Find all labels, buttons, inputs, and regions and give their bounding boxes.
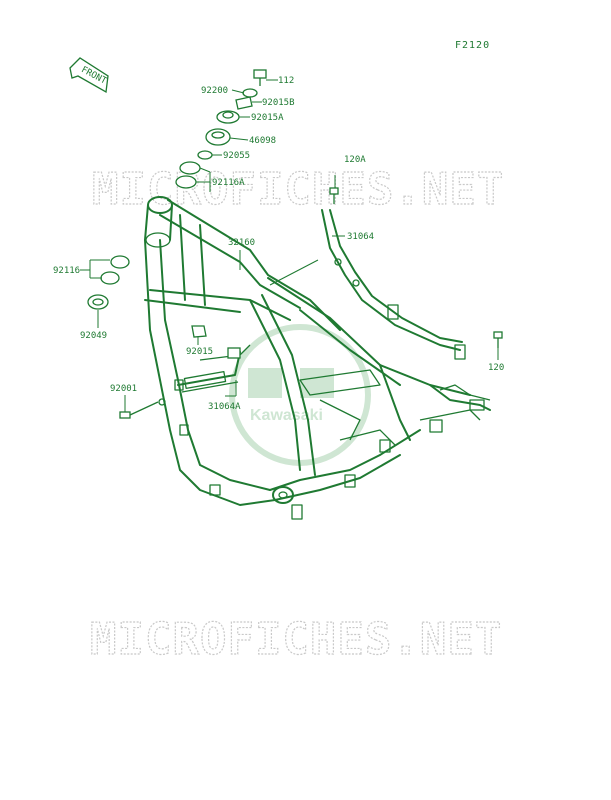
- label-92200: 92200: [201, 86, 228, 96]
- nut-92015-icon: [191, 325, 207, 338]
- label-31064a: 31064A: [208, 402, 241, 412]
- label-92015: 92015: [186, 347, 213, 357]
- label-92049: 92049: [80, 331, 107, 341]
- frame-side-rail-31064: [321, 187, 503, 360]
- label-120a: 120A: [344, 155, 366, 165]
- label-120: 120: [488, 363, 504, 373]
- bolt-92001-icon: [119, 398, 166, 419]
- label-92116: 92116: [53, 266, 80, 276]
- logo-text: Kawasaki: [250, 407, 323, 424]
- part-labels: 112 92200 92015B 92015A 46098 92055 9211…: [53, 76, 504, 412]
- figure-code: F2120: [455, 40, 490, 51]
- frame-side-rail-31064a: [177, 347, 241, 393]
- motorcycle-frame: [144, 196, 491, 520]
- label-92116a: 92116A: [212, 178, 245, 188]
- label-92015a: 92015A: [251, 113, 284, 123]
- label-92055: 92055: [223, 151, 250, 161]
- label-112: 112: [278, 76, 294, 86]
- watermark-bottom: MICROFICHES.NET: [90, 614, 502, 665]
- label-32160: 32160: [228, 238, 255, 248]
- lower-bearing-parts: [87, 255, 130, 310]
- label-46098: 46098: [249, 136, 276, 146]
- label-31064: 31064: [347, 232, 374, 242]
- front-arrow-icon: FRONT: [69, 57, 109, 94]
- steering-stem-parts: [175, 69, 267, 189]
- label-92001: 92001: [110, 384, 137, 394]
- watermark-top: MICROFICHES.NET: [92, 164, 504, 215]
- label-92015b: 92015B: [262, 98, 295, 108]
- leader-lines: [80, 79, 499, 412]
